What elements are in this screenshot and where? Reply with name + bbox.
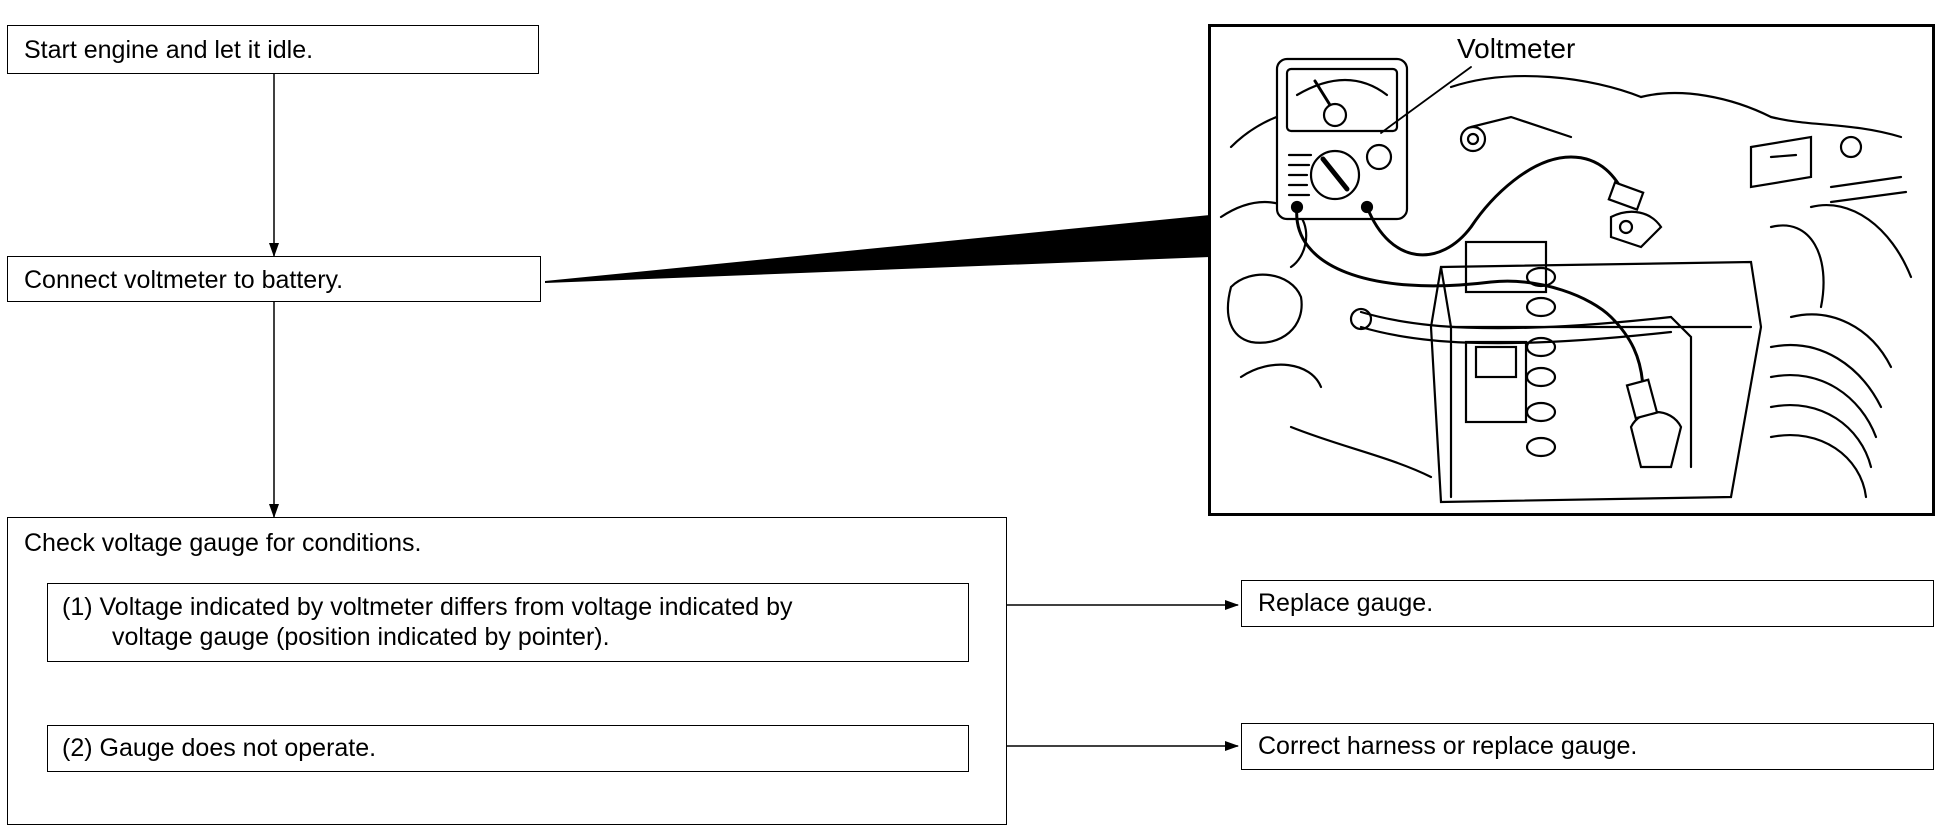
step-start-engine-text: Start engine and let it idle. bbox=[24, 36, 314, 64]
result-replace-gauge: Replace gauge. bbox=[1241, 580, 1934, 627]
result-replace-gauge-text: Replace gauge. bbox=[1258, 589, 1434, 617]
step-connect-voltmeter: Connect voltmeter to battery. bbox=[7, 256, 541, 302]
step-check-gauge: Check voltage gauge for conditions. bbox=[7, 517, 1007, 825]
condition-1-line1: (1) Voltage indicated by voltmeter diffe… bbox=[62, 593, 793, 621]
step-connect-voltmeter-text: Connect voltmeter to battery. bbox=[24, 266, 344, 294]
condition-2-line1: (2) Gauge does not operate. bbox=[62, 734, 377, 762]
condition-voltage-differs: (1) Voltage indicated by voltmeter diffe… bbox=[47, 583, 969, 662]
condition-gauge-not-operate: (2) Gauge does not operate. bbox=[47, 725, 969, 772]
step-start-engine: Start engine and let it idle. bbox=[7, 25, 539, 74]
callout-wedge bbox=[545, 215, 1210, 283]
voltmeter-illustration: Voltmeter bbox=[1208, 24, 1935, 516]
engine-bay-drawing bbox=[1219, 57, 1913, 504]
result-correct-harness-text: Correct harness or replace gauge. bbox=[1258, 732, 1638, 760]
voltmeter-label: Voltmeter bbox=[1457, 33, 1576, 64]
step-check-gauge-text: Check voltage gauge for conditions. bbox=[24, 529, 422, 557]
result-correct-harness: Correct harness or replace gauge. bbox=[1241, 723, 1934, 770]
condition-1-line2: voltage gauge (position indicated by poi… bbox=[112, 623, 610, 651]
